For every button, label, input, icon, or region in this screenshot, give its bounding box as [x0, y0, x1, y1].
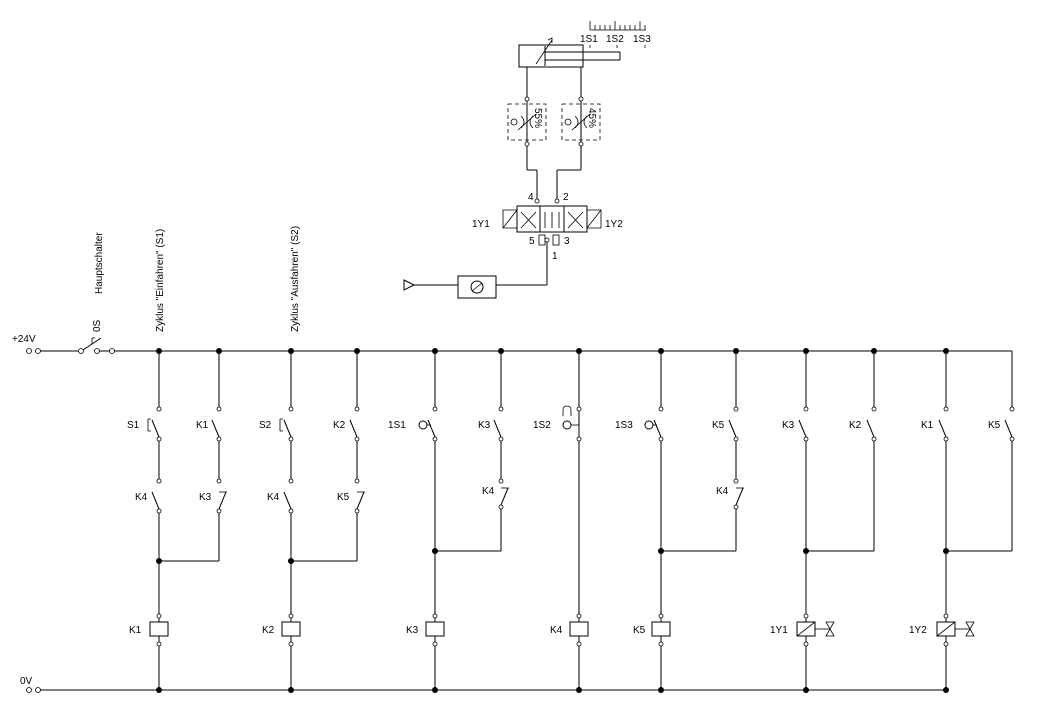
air-supply: [403, 275, 547, 299]
caption-extend-cycle: Zyklus "Ausfahren" (S2): [290, 226, 301, 332]
coil-k5-label: K5: [633, 625, 646, 636]
port-2-label: 2: [563, 192, 569, 203]
solenoid-left-label: 1Y1: [472, 219, 490, 230]
y2-rung-k1-label: K1: [921, 420, 934, 431]
coil-1y2-label: 1Y2: [909, 625, 927, 636]
port-5-label: 5: [529, 236, 535, 247]
k3-holding-label: K3: [478, 420, 491, 431]
rung-1y2: K1 K5 1Y2: [909, 348, 1015, 693]
s1-label: S1: [127, 420, 140, 431]
rung-k2: S2 K4 K2 K5 K2: [259, 348, 365, 693]
k2-rung-k4-label: K4: [267, 492, 280, 503]
coil-1y1-label: 1Y1: [770, 625, 788, 636]
main-switch: 0S Hauptschalter: [78, 232, 115, 354]
throttle-right: 45%: [556, 96, 601, 200]
k1-rung-k3-label: K3: [199, 492, 212, 503]
pneumatic-circuit: 1S1 1S2 1S3 55% 45%: [403, 21, 651, 299]
main-switch-label: 0S: [92, 319, 103, 332]
supply-rails: +24V 0V: [12, 334, 1013, 693]
coil-k2-label: K2: [262, 625, 275, 636]
throttle-right-value: 45%: [586, 108, 597, 128]
k1-holding-label: K1: [196, 420, 209, 431]
y2-rung-k5-label: K5: [988, 420, 1001, 431]
rung-1y1: K3 K2 1Y1: [770, 348, 877, 693]
k5-holding-label: K5: [712, 420, 725, 431]
k5-rung-k4-label: K4: [716, 486, 729, 497]
limit-1s3-label: 1S3: [615, 420, 633, 431]
scale-label-1s3: 1S3: [633, 34, 651, 45]
throttle-left-value: 55%: [532, 108, 543, 128]
rung-k3: 1S1 K3 K4 K3: [388, 348, 509, 693]
port-3-label: 3: [564, 236, 570, 247]
caption-retract-cycle: Zyklus "Einfahren" (S1): [155, 229, 166, 332]
coil-k4-label: K4: [550, 625, 563, 636]
coil-k1-label: K1: [129, 625, 142, 636]
scale-label-1s2: 1S2: [606, 34, 624, 45]
cylinder: [518, 37, 621, 97]
rung-k1: S1 K4 K1 K3 K1: [127, 348, 227, 693]
main-switch-caption: Hauptschalter: [94, 232, 105, 294]
coil-k3-label: K3: [406, 625, 419, 636]
limit-1s1-label: 1S1: [388, 420, 406, 431]
position-scale: 1S1 1S2 1S3: [580, 21, 651, 48]
scale-label-1s1: 1S1: [580, 34, 598, 45]
k2-holding-label: K2: [333, 420, 346, 431]
throttle-left: 55%: [507, 96, 547, 200]
k1-rung-k4-label: K4: [135, 492, 148, 503]
directional-valve: 4 2 5 3 1 1Y1 1Y2: [472, 192, 623, 285]
rung-k4: 1S2 K4: [533, 348, 589, 693]
port-4-label: 4: [528, 192, 534, 203]
rail-0v-label: 0V: [20, 676, 33, 687]
y1-rung-k2-label: K2: [849, 420, 862, 431]
limit-1s2-label: 1S2: [533, 420, 551, 431]
y1-rung-k3-label: K3: [782, 420, 795, 431]
solenoid-right-label: 1Y2: [605, 219, 623, 230]
rung-k5: 1S3 K5 K4 K5: [615, 348, 744, 693]
port-1-label: 1: [552, 251, 558, 262]
s2-label: S2: [259, 420, 272, 431]
rail-24v-label: +24V: [12, 334, 36, 345]
k3-rung-k4-label: K4: [482, 486, 495, 497]
k2-rung-k5-label: K5: [337, 492, 350, 503]
